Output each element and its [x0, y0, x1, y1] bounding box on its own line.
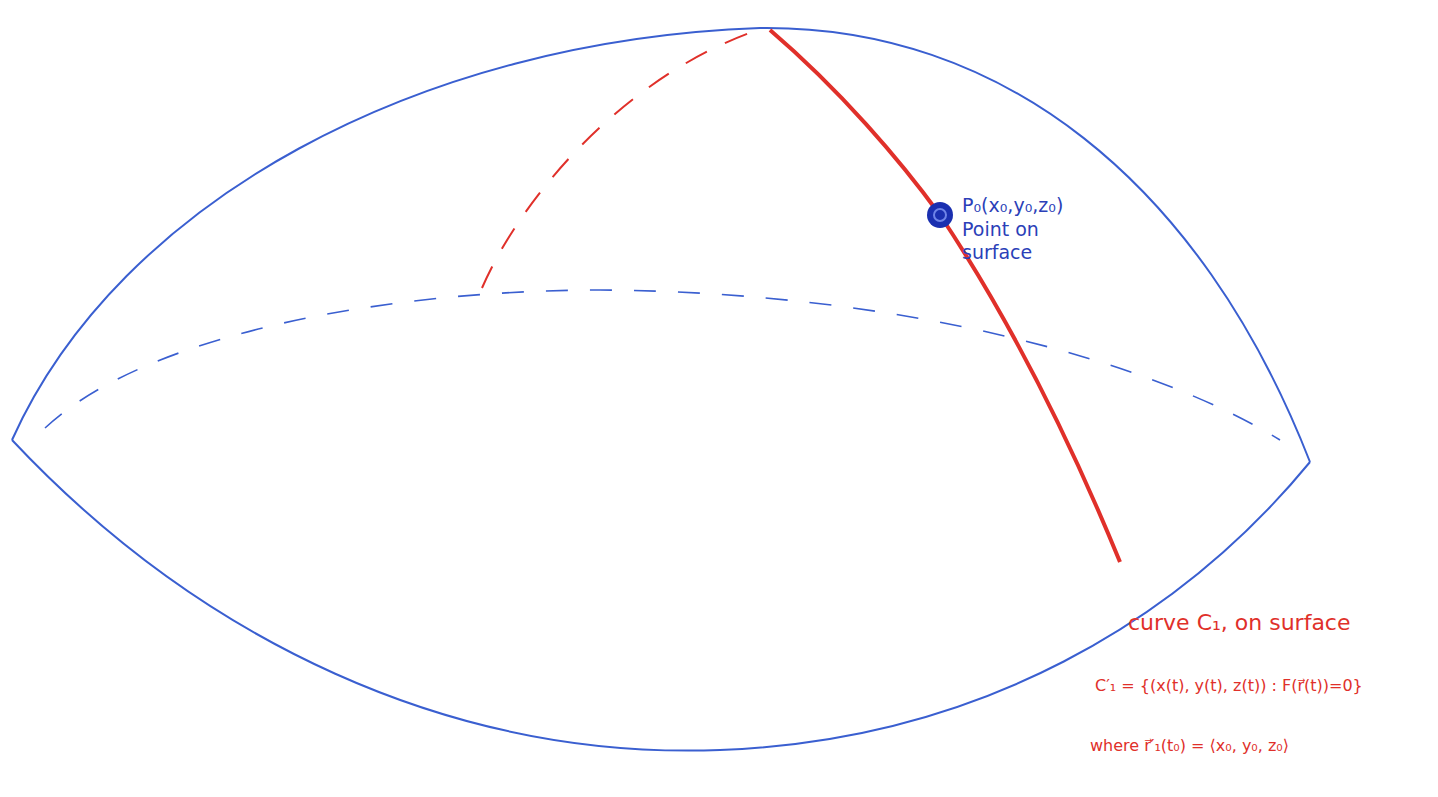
- curve-definition: C′₁ = {(x(t), y(t), z(t)) : F(r⃗(t))=0}: [1095, 676, 1363, 695]
- hidden-curve: [482, 32, 752, 288]
- surface-outline: [12, 28, 1310, 462]
- point-p0-ring: [934, 209, 946, 221]
- hidden-edge: [45, 290, 1280, 440]
- tangent-note: where r⃗′₁(t₀) = ⟨x₀, y₀, z₀⟩: [1090, 736, 1289, 755]
- point-label: P₀(x₀,y₀,z₀): [962, 194, 1063, 217]
- surface-bottom: [12, 440, 1310, 751]
- curve-c1: [770, 30, 1120, 562]
- point-p0: [927, 202, 953, 228]
- point-note: Point on surface: [962, 218, 1062, 264]
- curve-label: curve C₁, on surface: [1128, 610, 1351, 636]
